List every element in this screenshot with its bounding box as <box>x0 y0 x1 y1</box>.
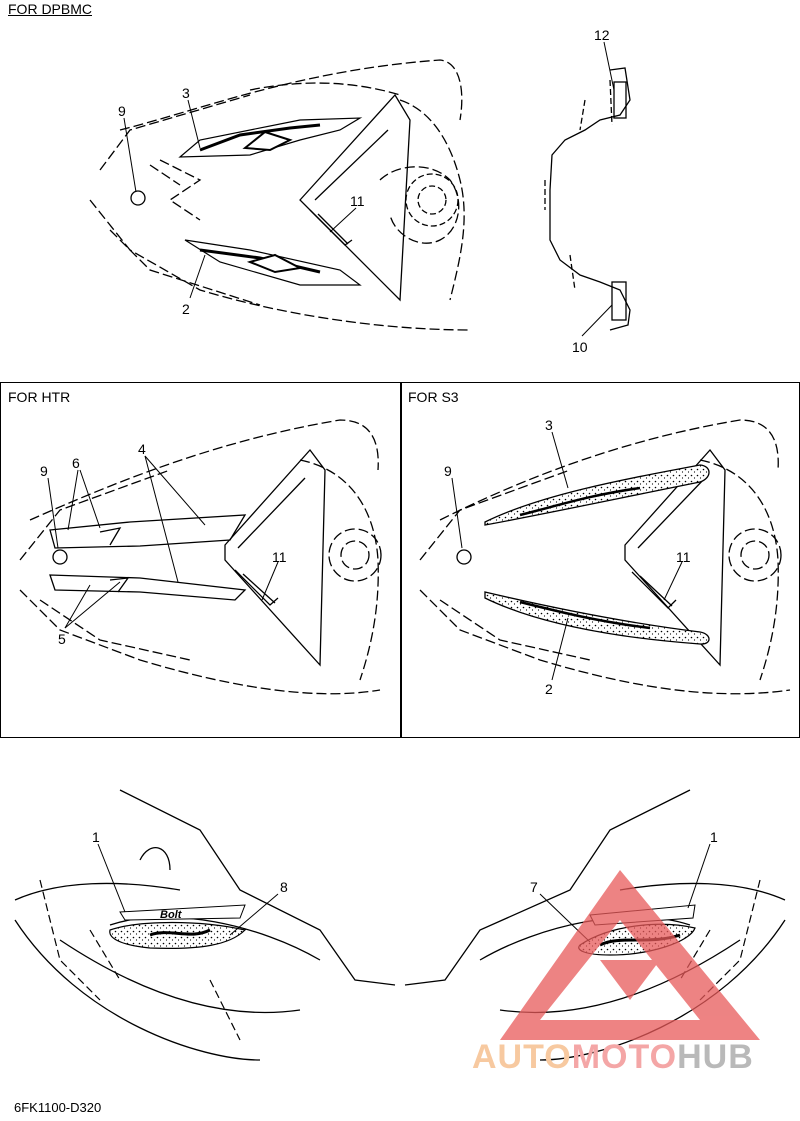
callout-9-htr: 9 <box>40 463 48 479</box>
callout-4-htr: 4 <box>138 441 146 457</box>
callout-1-right: 1 <box>710 829 718 845</box>
callout-2-s3: 2 <box>545 681 553 697</box>
panel-htr <box>0 382 402 738</box>
decal-2-dpbmc <box>184 239 362 286</box>
callout-11-dpbmc: 11 <box>350 193 365 209</box>
callout-2-dpbmc: 2 <box>182 301 190 317</box>
decal-3-dpbmc <box>178 117 363 158</box>
callout-8-left: 8 <box>280 879 288 895</box>
callout-6-htr: 6 <box>72 455 80 471</box>
decal-3-s3 <box>484 464 710 526</box>
callout-11-htr: 11 <box>272 549 287 565</box>
callout-7-right: 7 <box>530 879 538 895</box>
callout-10-dpbmc: 10 <box>572 339 588 355</box>
section-title-dpbmc: FOR DPBMC <box>8 1 92 17</box>
dpbmc-top-view <box>89 59 471 331</box>
callout-5-htr: 5 <box>58 631 66 647</box>
section-title-htr: FOR HTR <box>8 389 71 405</box>
dpbmc-front-view <box>544 67 631 331</box>
left-side-dashed <box>39 879 241 1041</box>
callout-11-s3: 11 <box>676 549 691 565</box>
drawing-code: 6FK1100-D320 <box>14 1100 102 1115</box>
watermark-logo-icon <box>500 870 760 1040</box>
callout-9-dpbmc: 9 <box>118 103 126 119</box>
callout-12-dpbmc: 12 <box>594 27 610 43</box>
s3-view <box>419 419 791 695</box>
decal-8 <box>109 921 247 949</box>
htr-view <box>19 419 382 695</box>
section-title-s3: FOR S3 <box>408 389 459 405</box>
svg-text:Bolt: Bolt <box>160 909 183 921</box>
callout-9-s3: 9 <box>444 463 452 479</box>
callout-1-left: 1 <box>92 829 100 845</box>
htr-solid <box>49 448 326 667</box>
decal-1-left: Bolt <box>119 904 246 921</box>
decal-2-s3 <box>484 591 710 645</box>
callout-3-dpbmc: 3 <box>182 85 190 101</box>
callout-3-s3: 3 <box>545 417 553 433</box>
watermark-text: AUTOMOTOHUB <box>472 1038 754 1076</box>
